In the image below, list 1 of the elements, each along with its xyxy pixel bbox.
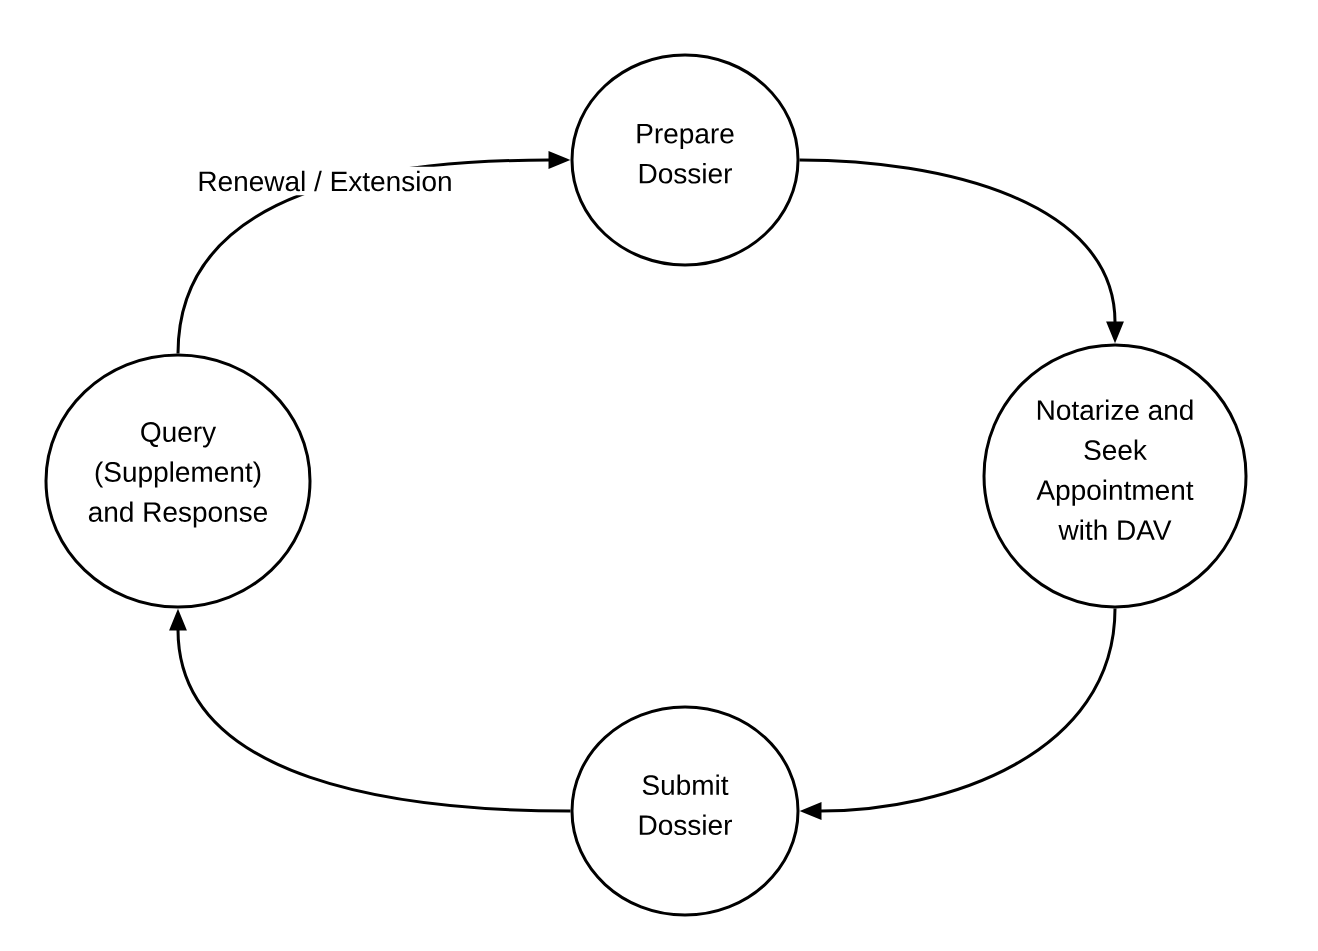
- edge-label: Renewal / Extension: [193, 166, 457, 196]
